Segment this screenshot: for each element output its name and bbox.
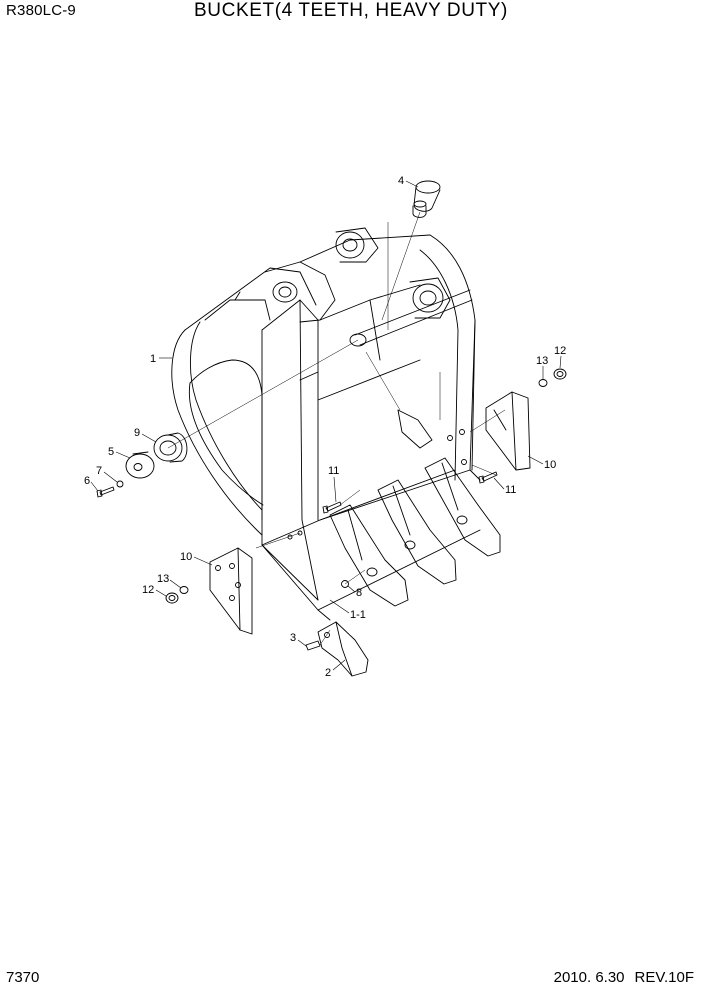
callout-11-center: 11: [328, 465, 339, 503]
svg-text:11: 11: [505, 484, 516, 496]
svg-text:13: 13: [536, 355, 548, 367]
bucket-body: [171, 227, 481, 621]
revision-info: 2010. 6.30 REV.10F: [544, 969, 694, 986]
svg-text:1: 1: [150, 353, 156, 365]
callout-1: 1: [150, 353, 172, 365]
model-label: R380LC-9: [6, 2, 76, 19]
svg-text:8: 8: [356, 587, 362, 599]
page-title: BUCKET(4 TEETH, HEAVY DUTY): [194, 0, 508, 21]
bolt-part-6: [96, 486, 115, 498]
callout-4: 4: [398, 175, 419, 188]
callout-5: 5: [108, 446, 131, 459]
callout-11-right: 11: [493, 477, 516, 496]
svg-text:4: 4: [398, 175, 404, 187]
callout-12-right: 12: [554, 345, 566, 369]
revision-date: 2010. 6.30: [553, 969, 625, 986]
svg-text:9: 9: [134, 427, 140, 439]
bolt-part-11-center: [322, 501, 342, 514]
boss-part-5: [125, 451, 155, 479]
callout-10-left: 10: [180, 551, 213, 566]
nut-part-12-left: [165, 592, 179, 604]
side-plate-left-part-10: [209, 547, 253, 635]
svg-text:10: 10: [544, 459, 556, 471]
callout-2: 2: [325, 659, 346, 679]
washer-part-7: [116, 480, 124, 488]
svg-text:12: 12: [554, 345, 566, 357]
svg-text:7: 7: [96, 465, 102, 477]
callout-13-left: 13: [157, 573, 182, 589]
callout-9: 9: [134, 427, 157, 443]
callout-7: 7: [96, 465, 118, 483]
washer-part-13-right: [538, 379, 548, 387]
washer-part-13-left: [179, 586, 189, 594]
teeth-group: [329, 409, 501, 607]
callouts: 1 1-1 2 3 4 5 6 7 8 9 10 10 11 11 12 12 …: [84, 175, 566, 679]
side-plate-right-part-10: [485, 391, 531, 471]
washer-part-8: [341, 580, 349, 588]
assembly-lines: [167, 211, 506, 646]
callout-3: 3: [290, 632, 307, 647]
svg-text:11: 11: [328, 465, 339, 477]
callout-8: 8: [347, 585, 362, 599]
page-number: 7370: [6, 969, 40, 986]
callout-10-right: 10: [527, 455, 556, 471]
svg-text:1-1: 1-1: [350, 609, 366, 621]
svg-text:6: 6: [84, 475, 90, 487]
svg-text:3: 3: [290, 632, 296, 644]
svg-text:2: 2: [325, 667, 331, 679]
revision-code: REV.10F: [634, 969, 694, 986]
callout-12-left: 12: [142, 584, 167, 597]
bolt-part-11-right: [478, 471, 498, 484]
pin-part-3: [305, 640, 321, 651]
side-cutter-plate-part-9: [153, 432, 188, 463]
tooth-point-part-2: [317, 621, 369, 677]
bushing-part-4: [412, 180, 441, 218]
callout-1-1: 1-1: [329, 599, 366, 621]
svg-text:10: 10: [180, 551, 192, 563]
callout-6: 6: [84, 475, 99, 492]
nut-part-12-right: [553, 368, 567, 380]
svg-text:5: 5: [108, 446, 114, 458]
svg-text:13: 13: [157, 573, 169, 585]
callout-13-right: 13: [536, 355, 548, 379]
svg-text:12: 12: [142, 584, 154, 596]
